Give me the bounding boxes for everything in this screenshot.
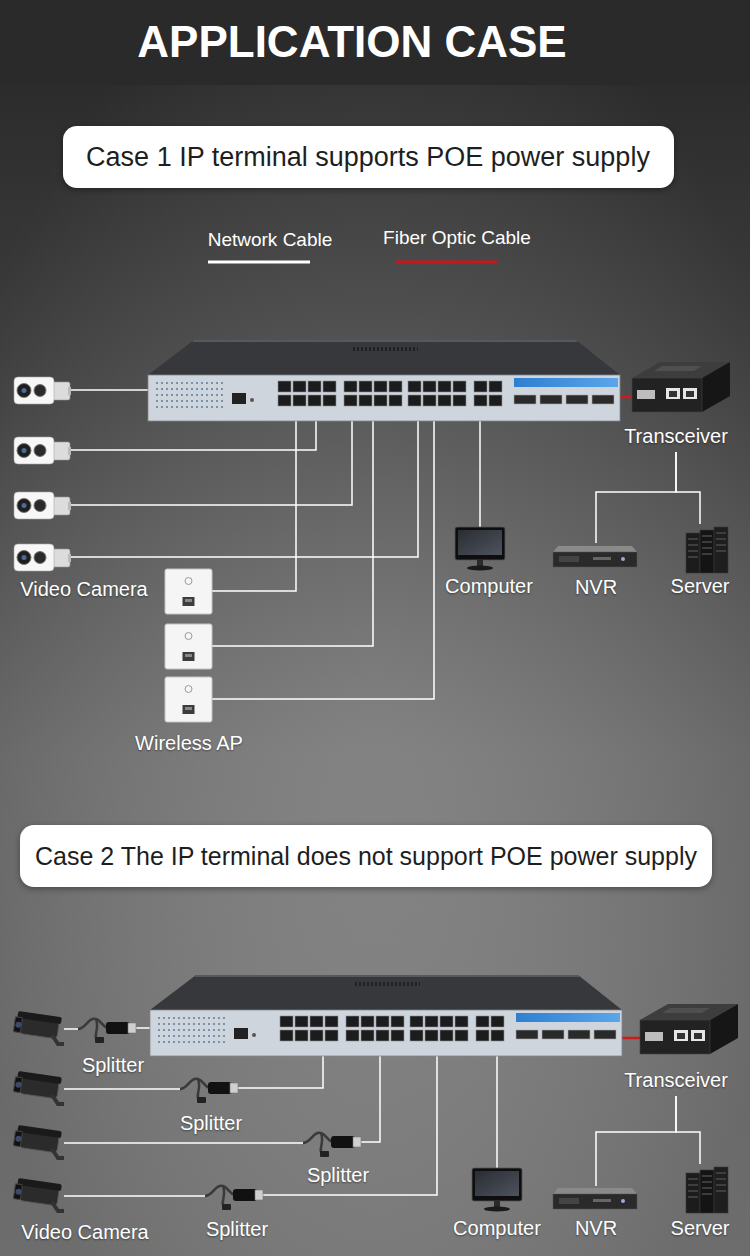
poe-switch (148, 340, 620, 421)
network-cable (479, 406, 481, 527)
poe-splitter (205, 1186, 263, 1210)
connector-line (596, 452, 676, 543)
fiber-cable (622, 1037, 642, 1040)
device-label: Computer (453, 1216, 541, 1240)
video-camera (13, 1071, 64, 1104)
wireless-ap (165, 677, 212, 722)
legend-line-network (208, 261, 310, 264)
device-node: Server (660, 1164, 740, 1244)
poe-splitter (78, 1019, 136, 1043)
transceiver-icon (640, 1004, 738, 1054)
device-label: NVR (575, 575, 617, 599)
device-node: Computer (439, 525, 539, 602)
part-label: Splitter (82, 1053, 144, 1077)
header-bar (0, 0, 750, 85)
network-cable (71, 406, 418, 557)
legend-item: Fiber Optic Cable (383, 226, 531, 250)
case1-cables (71, 390, 480, 699)
network-cable (64, 1028, 78, 1030)
legend-line-fiber (395, 261, 497, 264)
video-camera (14, 492, 71, 519)
part-label: Wireless AP (135, 731, 243, 755)
device-label: NVR (575, 1216, 617, 1240)
video-camera (13, 1125, 64, 1158)
network-cable (212, 406, 434, 699)
network-cable (496, 1041, 498, 1168)
part-label: Video Camera (20, 577, 147, 601)
server-icon (686, 1167, 728, 1213)
device-node: Transceiver (612, 996, 740, 1096)
device-label: Server (671, 1216, 730, 1240)
case-banner: Case 2 The IP terminal does not support … (20, 825, 712, 887)
case-heading: Case 1 IP terminal supports POE power su… (86, 141, 650, 173)
video-camera (13, 1011, 64, 1044)
device-node: NVR (551, 543, 641, 603)
video-camera (13, 1178, 64, 1211)
part-label: Video Camera (21, 1220, 148, 1244)
device-node: Transceiver (612, 356, 740, 452)
device-label: Transceiver (624, 424, 728, 448)
page-title: APPLICATION CASE (137, 16, 566, 68)
video-camera (14, 544, 71, 571)
poe-splitter (303, 1133, 361, 1157)
part-label: Splitter (307, 1163, 369, 1187)
fiber-cable (618, 396, 634, 399)
network-cable (263, 1041, 437, 1195)
device-node: Server (660, 524, 740, 602)
video-camera (14, 377, 71, 404)
server-icon (686, 527, 728, 573)
network-cable (212, 406, 373, 646)
connector-line (676, 1096, 700, 1164)
network-cable (212, 406, 296, 591)
network-cable (136, 1027, 150, 1029)
poe-splitter (180, 1079, 238, 1103)
device-label: Transceiver (624, 1068, 728, 1092)
video-camera (14, 437, 71, 464)
part-label: Splitter (206, 1217, 268, 1241)
computer-icon (472, 1168, 522, 1212)
connector-line (676, 452, 700, 524)
device-label: Server (671, 574, 730, 598)
poe-switch (150, 975, 622, 1056)
computer-icon (455, 527, 505, 571)
network-cable (71, 389, 148, 391)
network-cable (64, 1142, 303, 1144)
nvr-icon (553, 546, 637, 567)
device-label: Computer (445, 574, 533, 598)
network-cable (64, 1088, 180, 1090)
part-label: Splitter (180, 1111, 242, 1135)
connector-line (596, 1096, 676, 1186)
case-heading: Case 2 The IP terminal does not support … (35, 841, 697, 871)
case-banner: Case 1 IP terminal supports POE power su… (63, 126, 674, 188)
network-cable (64, 1195, 205, 1197)
device-node: NVR (551, 1186, 641, 1244)
device-node: Computer (447, 1166, 547, 1244)
wireless-ap (165, 569, 212, 614)
legend-item: Network Cable (208, 228, 333, 252)
nvr-icon (553, 1188, 637, 1209)
legend-text: Fiber Optic Cable (383, 226, 531, 250)
legend-text: Network Cable (208, 228, 333, 252)
wireless-ap (165, 624, 212, 669)
transceiver-icon (632, 362, 730, 412)
